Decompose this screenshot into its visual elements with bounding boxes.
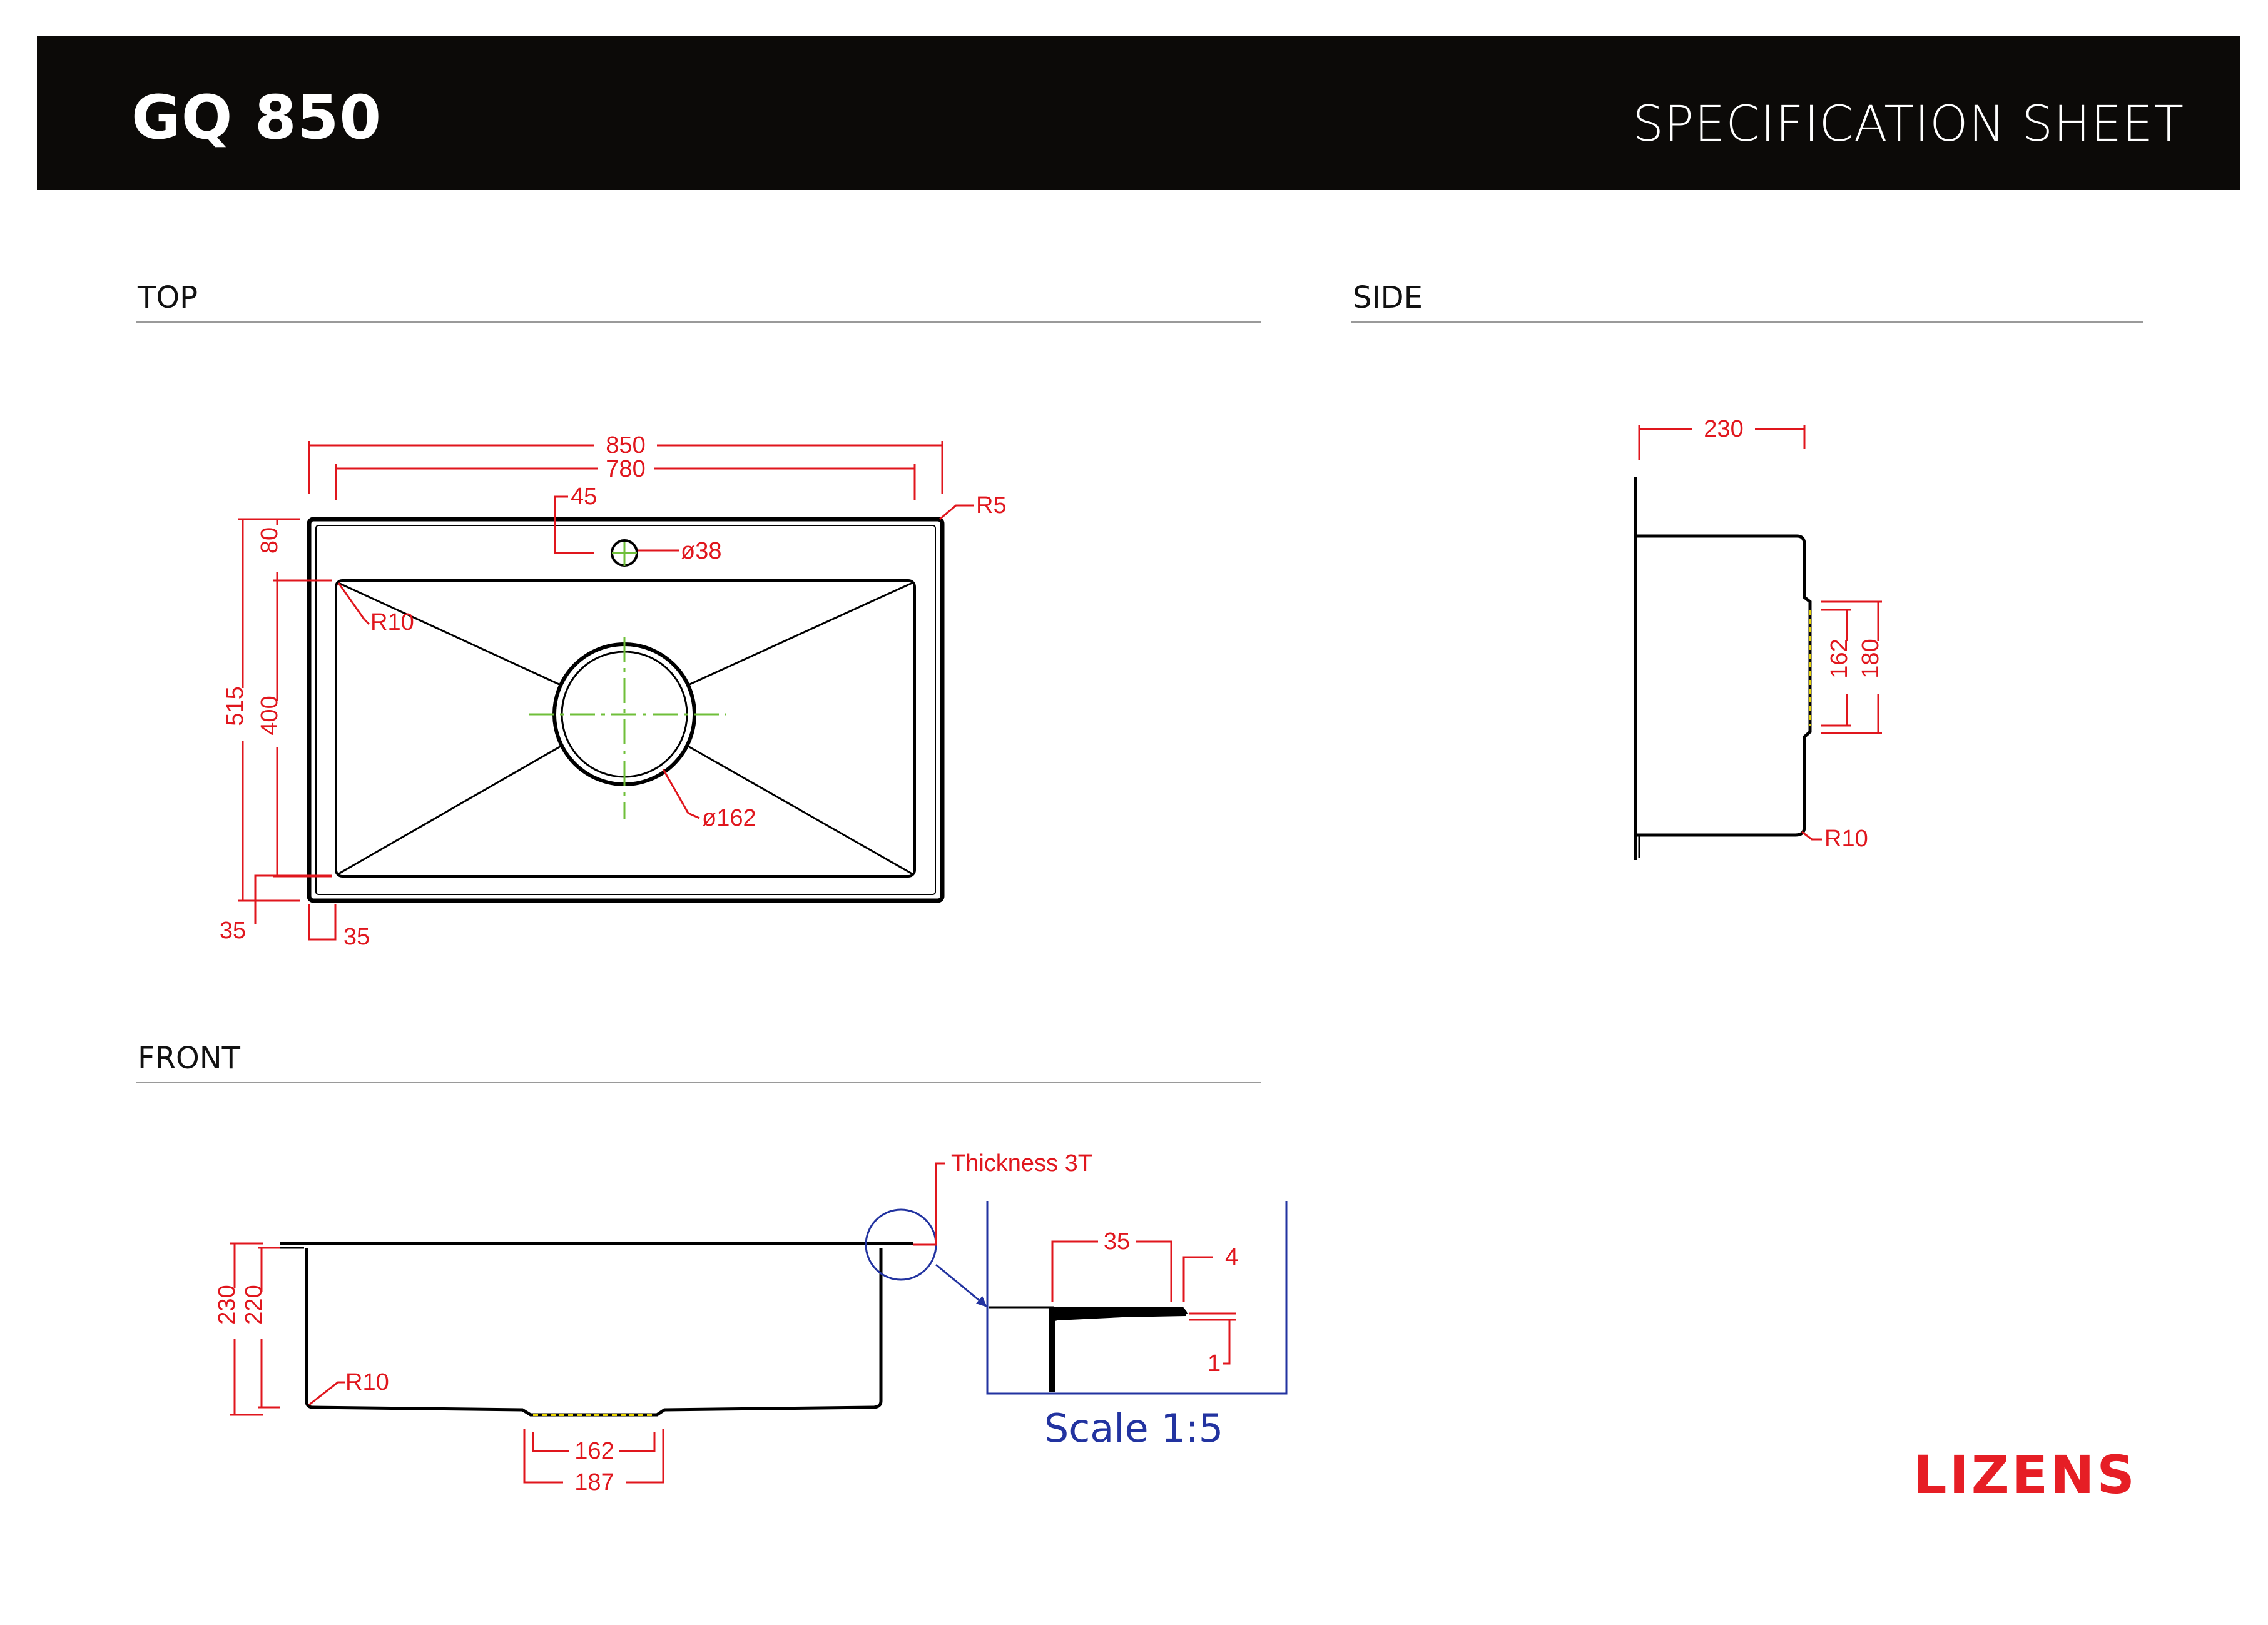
brand-logo: LIZENS	[1913, 1444, 2137, 1506]
detail-frame	[986, 1201, 1288, 1395]
front-dim-220: 220	[241, 1285, 267, 1324]
front-dim-162: 162	[574, 1438, 614, 1464]
model-name: GQ 850	[131, 83, 382, 153]
dim-515: 515	[222, 686, 248, 726]
thickness-label: Thickness 3T	[951, 1150, 1092, 1177]
dim-80: 80	[257, 527, 283, 554]
section-top-label: TOP	[138, 280, 198, 315]
section-front-label: FRONT	[138, 1041, 240, 1076]
top-view: 850 780 45 R5 ø38 R10 ø162 515 400 80 35…	[220, 432, 1007, 950]
dim-tap-hole: ø38	[681, 538, 721, 564]
dim-850: 850	[606, 432, 645, 458]
edge-detail: 35 4 1 Scale 1:5	[986, 1201, 1288, 1451]
detail-dim-1: 1	[1208, 1350, 1221, 1377]
side-dim-230: 230	[1704, 416, 1743, 442]
side-bowl-outline	[1635, 534, 1812, 837]
dim-r10-top: R10	[370, 609, 414, 635]
side-dim-162: 162	[1826, 639, 1853, 678]
top-deck-outline	[307, 517, 945, 903]
section-side-label: SIDE	[1353, 280, 1423, 315]
header-bar	[37, 36, 2240, 190]
front-dim-r10: R10	[345, 1369, 389, 1395]
section-side-rule	[1351, 321, 2143, 323]
detail-dim-4: 4	[1225, 1244, 1238, 1270]
side-view: 230 162 180 R10	[1634, 416, 1884, 860]
section-top-rule	[136, 321, 1261, 323]
front-view: 230 220 R10 162 187 Thickness 3T	[214, 1150, 1092, 1496]
front-dim-230: 230	[214, 1285, 240, 1324]
detail-dim-35: 35	[1104, 1228, 1130, 1255]
side-dim-r10: R10	[1824, 826, 1868, 852]
side-dim-180: 180	[1858, 639, 1884, 678]
dim-35-front: 35	[343, 924, 370, 950]
dim-45: 45	[571, 483, 597, 510]
dim-35-left: 35	[220, 918, 246, 944]
detail-scale-label: Scale 1:5	[1044, 1405, 1223, 1451]
section-front-rule	[136, 1082, 1261, 1083]
dim-drain-162: ø162	[702, 805, 756, 831]
dim-780: 780	[606, 456, 645, 482]
top-bowl-outline	[335, 579, 916, 878]
dim-r5: R5	[976, 492, 1007, 519]
front-bowl-outline	[305, 1248, 883, 1417]
sheet-title: SPECIFICATION SHEET	[1632, 96, 2184, 153]
dim-400: 400	[257, 696, 283, 735]
front-dim-187: 187	[574, 1469, 614, 1496]
